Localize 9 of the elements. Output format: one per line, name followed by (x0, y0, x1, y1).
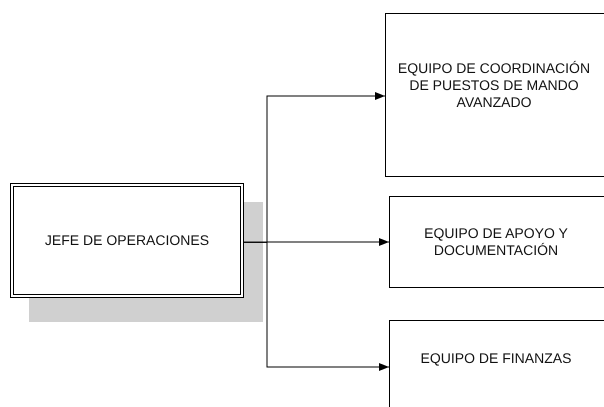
role-box (10, 183, 244, 298)
team-box (389, 320, 604, 407)
team-box (389, 196, 604, 288)
team-box (385, 13, 604, 177)
role-label: EQUIPO DE APOYO Y DOCUMENTACIÓN (423, 225, 569, 259)
role-label: EQUIPO DE FINANZAS (420, 350, 572, 366)
role-label: EQUIPO DE COORDINACIÓN DE PUESTOS DE MANDO AVANZADO (396, 60, 592, 110)
connector-arrow (244, 242, 390, 371)
role-label: JEFE DE OPERACIONES (44, 232, 210, 249)
